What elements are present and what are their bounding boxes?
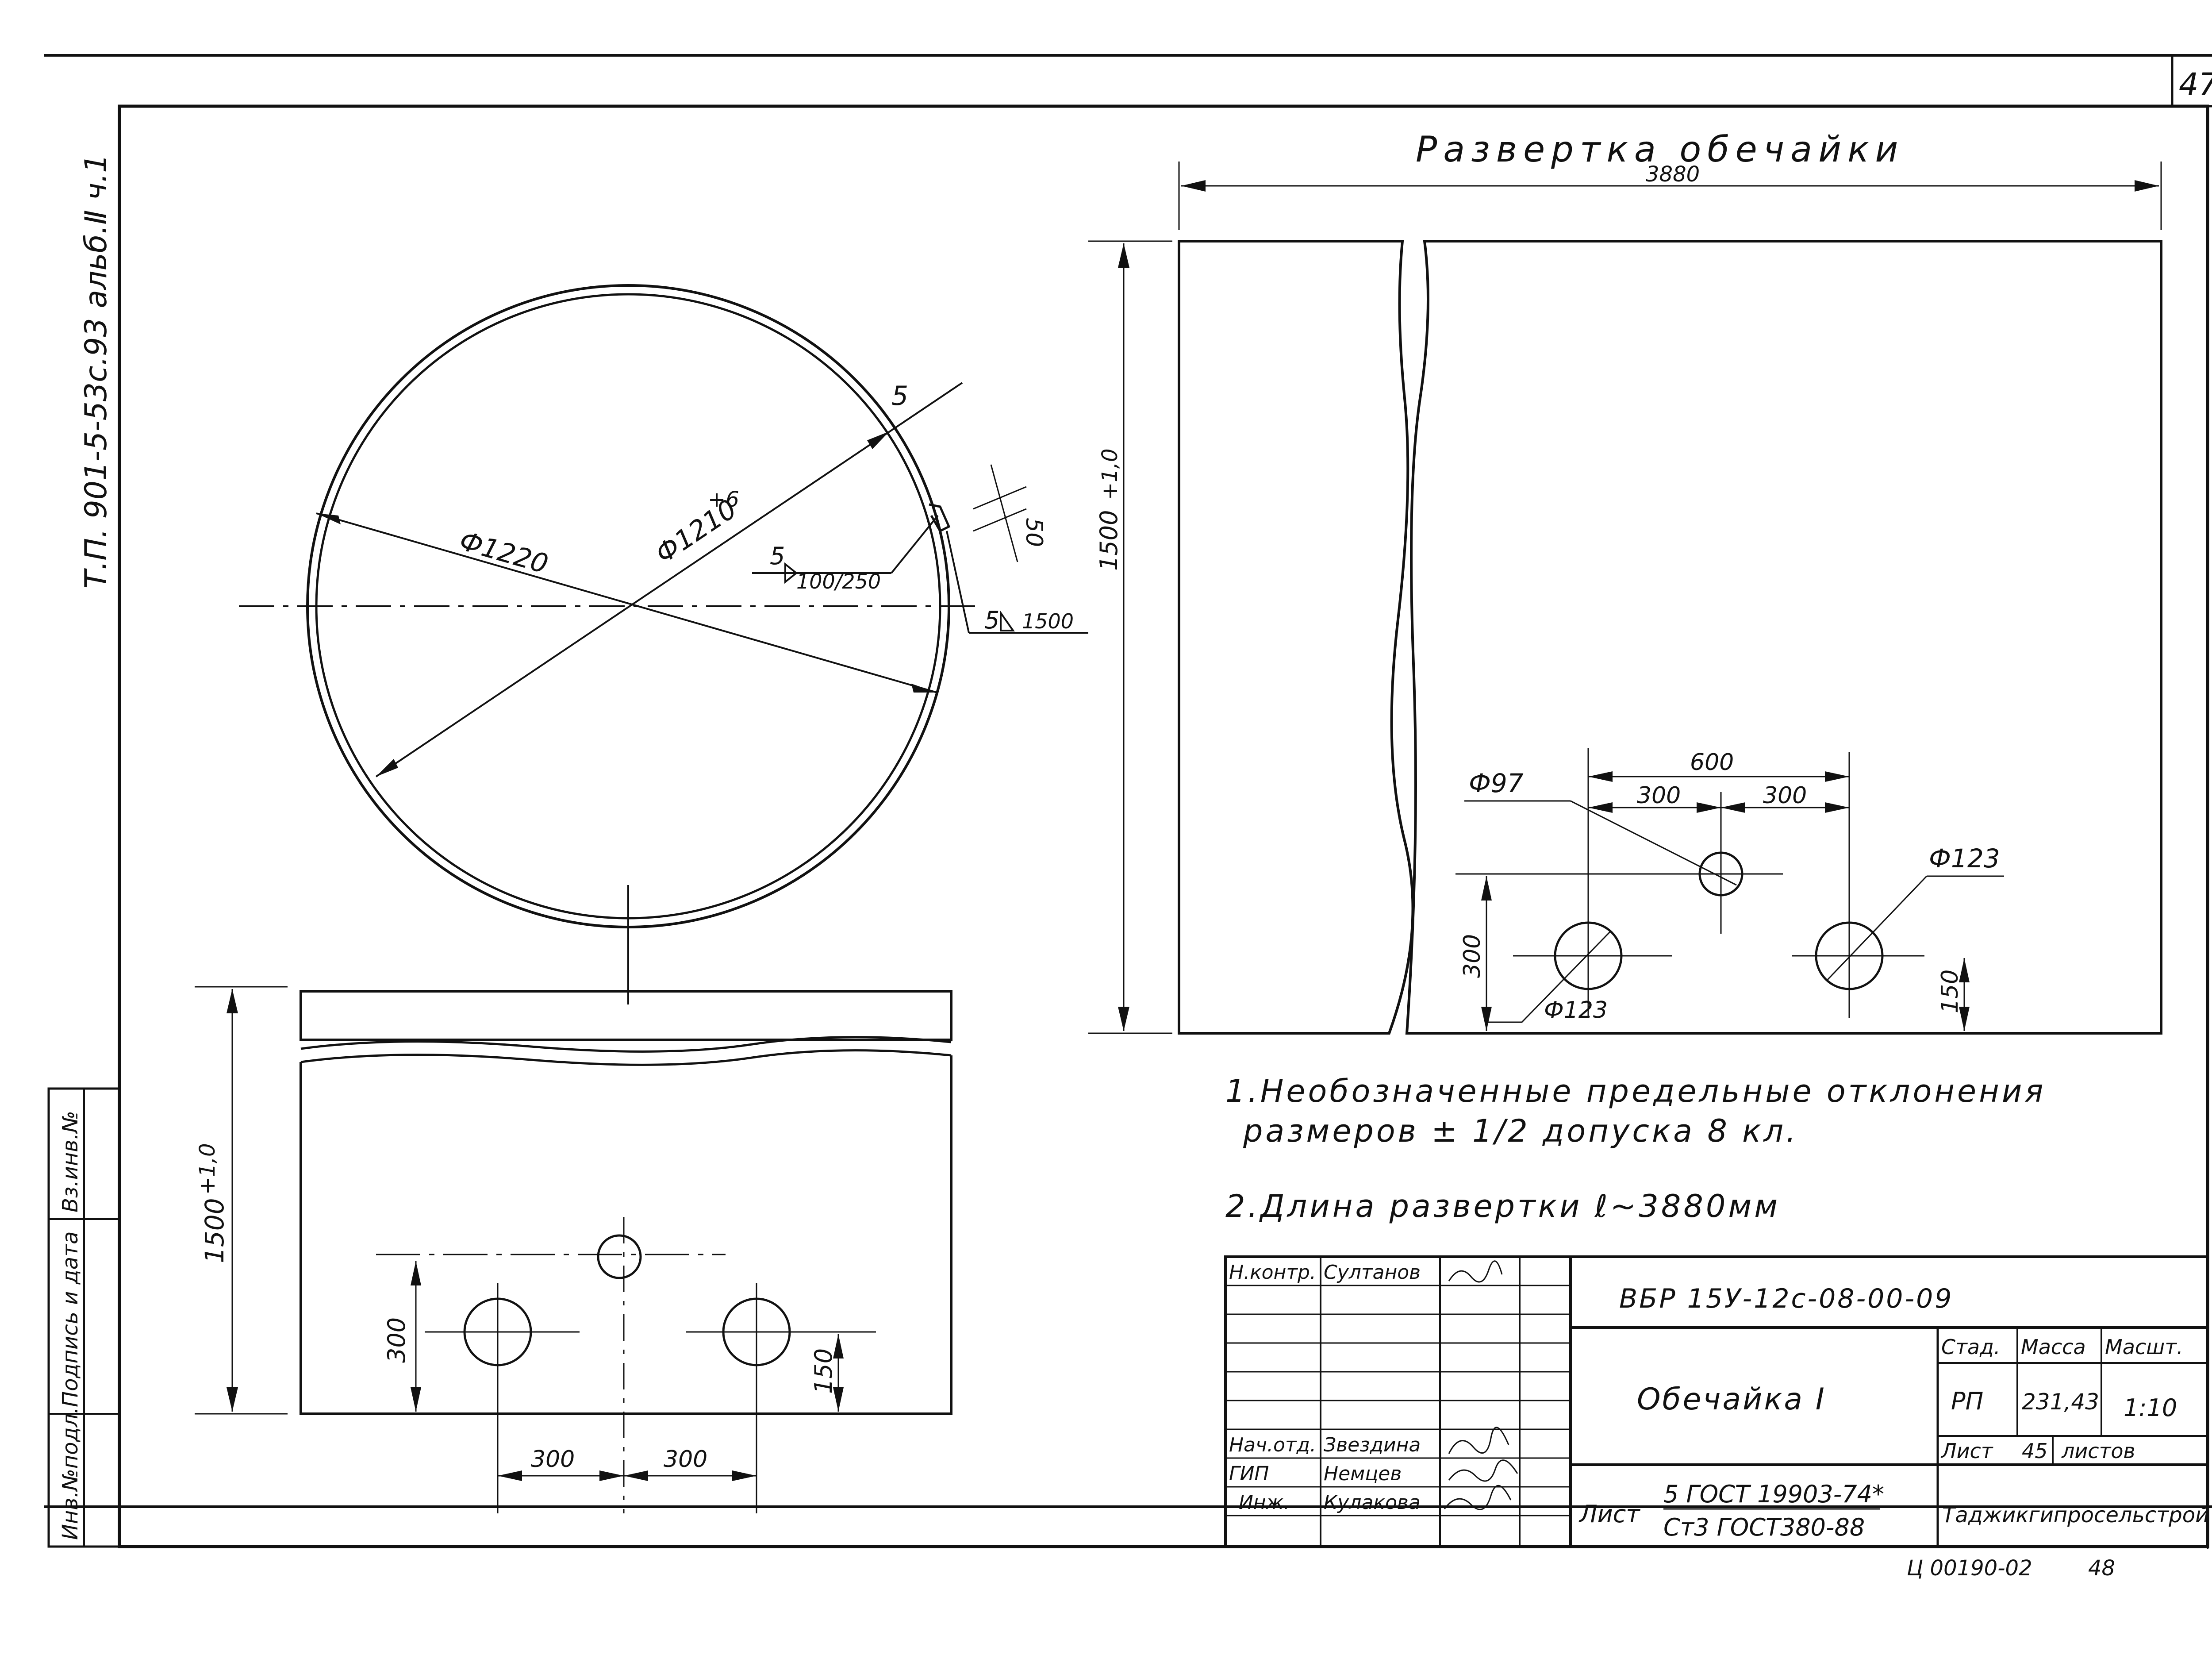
arrow-icon [1825,802,1849,813]
tb-stage: РП [1951,1387,1983,1415]
arrow-icon [1959,1007,1970,1031]
page-number: 47 [2179,66,2212,103]
unrolled-dim-300-v: 300 [1459,934,1486,978]
tb-col-stage: Стад. [1941,1335,2001,1359]
tb-material-label: Лист [1578,1500,1640,1528]
tb-role-nkontr: Н.контр. [1229,1261,1316,1284]
unrolled-hole-small: Ф97 [1469,768,1524,798]
unrolled-view [1088,162,2162,1035]
tb-name-nachotd: Звездина [1324,1434,1421,1456]
tb-name-nkontr: Султанов [1324,1261,1421,1284]
unrolled-dim-600: 600 [1690,749,1734,776]
weld-1-spec: 100/250 [796,570,881,593]
unrolled-dim-length: 3880 [1646,162,1700,187]
front-view [195,986,952,1513]
dim-thickness: 5 [891,381,908,412]
unrolled-dim-150-v: 150 [1937,970,1963,1013]
footer-code: Ц 00190-02 [1907,1556,2032,1581]
tb-material-line-1: 5 ГОСТ 19903-74* [1663,1480,1884,1508]
tb-role-nachotd: Нач.отд. [1229,1434,1316,1456]
dim-outer-diameter: Ф1220 [456,525,552,580]
unrolled-dim-height: 1500 [1095,510,1123,571]
tb-name-gip: Немцев [1324,1462,1402,1485]
weld-1-number: 5 [770,542,785,570]
side-stamp-vz-inv: Вз.инв.№ [58,1111,83,1212]
sheet-border [44,54,2212,1549]
arrow-icon [1721,802,1745,813]
tb-sheet-label: Лист [1940,1439,1993,1463]
tb-col-scale: Масшт. [2105,1335,2183,1359]
tb-sheets-label: листов [2061,1439,2135,1463]
arrow-icon [1959,958,1970,982]
arrow-icon [867,431,889,449]
arrow-icon [227,1387,238,1412]
arrow-icon [1697,802,1721,813]
tb-material-line-2: Ст3 ГОСТ380-88 [1663,1513,1865,1541]
arrow-icon [833,1387,844,1412]
arrow-icon [599,1470,624,1481]
note-1-line-2: размеров ± 1/2 допуска 8 кл. [1243,1113,1798,1149]
arrow-icon [911,684,937,693]
tb-name-inzh: Кулакова [1324,1491,1421,1514]
tb-document-code: ВБР 15У-12с-08-00-09 [1619,1283,1953,1314]
arrow-icon [1481,1007,1492,1031]
top-view-circle [239,284,1088,1004]
tb-organization: Таджикгипросельстрой [1942,1503,2209,1528]
arrow-icon [316,513,341,524]
note-1-line-1: 1.Необозначенные предельные отклонения [1225,1073,2046,1109]
unrolled-title: Развертка обечайки [1416,129,1904,170]
arrow-icon [1588,802,1613,813]
weld-triangle-icon [1000,610,1015,631]
dim-gap: 50 [1021,518,1047,547]
weld-2-spec: 1500 [1022,609,1074,633]
arrow-icon [624,1470,648,1481]
signature-icon [1444,1260,1518,1510]
dim-inner-tolerance: +6 [708,487,739,512]
arrow-icon [1588,771,1613,782]
side-stamp: Инв.№подл. Подпись и дата Вз.инв.№ [47,1087,121,1548]
front-dim-300-h1: 300 [531,1446,575,1473]
arrow-icon [1118,243,1129,268]
front-dim-height-tol: +1,0 [195,1143,220,1195]
tb-part-name: Обечайка Ⅰ [1637,1382,1826,1417]
side-stamp-inv-podl: Инв.№подл. [58,1407,83,1540]
unrolled-hole-right: Ф123 [1929,843,2000,874]
arrow-icon [732,1470,757,1481]
unrolled-dim-height-tol: +1,0 [1098,448,1122,500]
note-2: 2.Длина развертки ℓ~3880мм [1225,1188,1780,1224]
unrolled-hole-left: Ф123 [1544,997,1608,1024]
arrow-icon [1118,1007,1129,1031]
front-dim-150-v: 150 [810,1348,837,1394]
arrow-icon [1481,876,1492,900]
unrolled-dim-300-b: 300 [1763,782,1807,809]
front-dim-300-v: 300 [383,1317,411,1363]
weld-triangle-icon [784,562,798,584]
arrow-icon [1825,771,1849,782]
tb-scale: 1:10 [2124,1394,2177,1422]
tb-col-mass: Масса [2021,1335,2086,1359]
tb-role-inzh: Инж. [1239,1491,1290,1514]
front-dim-height: 1500 [200,1198,230,1263]
front-dim-300-h2: 300 [664,1446,707,1473]
arrow-icon [411,1387,421,1412]
arrow-icon [411,1261,421,1285]
arrow-icon [1181,180,1206,192]
weld-2-number: 5 [984,606,999,634]
title-block [1224,1255,2209,1548]
arrow-icon [376,759,398,777]
arrow-icon [2135,180,2159,192]
arrow-icon [227,989,238,1013]
side-stamp-signature-date: Подпись и дата [58,1231,83,1407]
tb-sheet-number: 45 [2022,1439,2048,1463]
arrow-icon [833,1334,844,1358]
unrolled-dim-300-a: 300 [1637,782,1681,809]
side-code: Т.П. 901-5-53с.93 альб.Ⅱ ч.1 [79,154,114,589]
tb-role-gip: ГИП [1229,1462,1269,1485]
arrow-icon [498,1470,522,1481]
tb-mass: 231,43 [2022,1389,2099,1415]
footer-number: 48 [2088,1556,2115,1581]
